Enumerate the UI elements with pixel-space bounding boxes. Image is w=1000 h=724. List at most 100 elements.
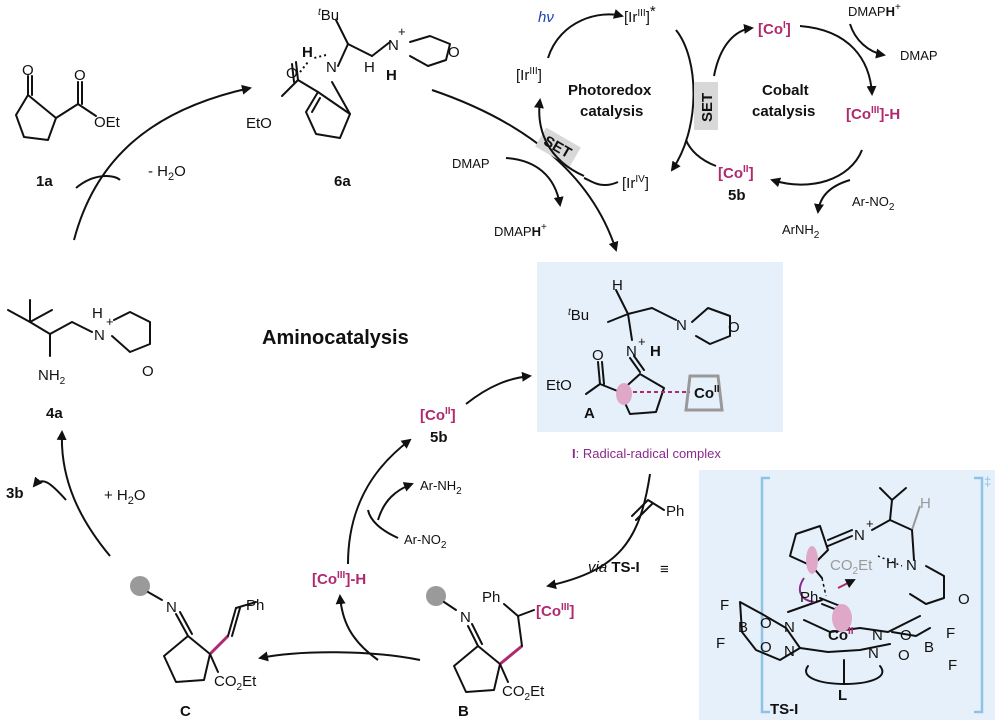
a-n-morph: N (676, 317, 687, 334)
arrow-ar-nh2-out (377, 482, 414, 521)
photoredox-arc-top (547, 9, 624, 59)
minus-h2o: - H2O (148, 163, 186, 183)
b-ph: Ph (482, 589, 500, 606)
dmap-left: DMAP (452, 156, 490, 171)
ts-o4: O (898, 647, 910, 664)
ts-b2: B (924, 639, 934, 656)
ts-n1: N (784, 619, 795, 636)
set-box-middle (694, 82, 718, 130)
ts-n4: N (868, 645, 879, 662)
ts-n2: N (784, 643, 795, 660)
co-iii-h-bottom: [CoIII]-H (312, 570, 366, 588)
a-plus: + (638, 334, 646, 349)
ir-iii: [IrIII] (516, 66, 542, 84)
6a-o-enol: O (286, 65, 298, 82)
dmap-right: DMAP (900, 48, 938, 63)
ts-co-ii: CoII (828, 626, 854, 644)
arrow-b-to-c (258, 651, 421, 662)
ts-structure (739, 487, 945, 685)
ts-dagger: ‡ (984, 474, 991, 489)
cobalt-arc-right (799, 25, 877, 96)
a-eto: EtO (546, 377, 572, 394)
a-o: O (592, 347, 604, 364)
arrow-a-to-b (546, 473, 651, 590)
co-ii-bottom: [CoII] (420, 406, 456, 424)
complex-a-caption: I: Radical-radical complex (572, 446, 721, 461)
arnh2-right: ArNH2 (782, 222, 820, 241)
arrow-b-to-coh (335, 594, 379, 661)
styrene-ph: Ph (666, 503, 684, 520)
arrow-1a-join (75, 175, 121, 189)
6a-o-morph: O (448, 44, 460, 61)
co-ii-top: [CoII] (718, 164, 754, 182)
ts-b1: B (738, 619, 748, 636)
radical-orbital-a (616, 383, 632, 405)
ts-o3: O (900, 627, 912, 644)
ar-no2-bottom: Ar-NO2 (404, 532, 447, 551)
ts-h: H (886, 555, 897, 572)
arrow-dmaph-in (849, 23, 886, 59)
a-o-morph: O (728, 319, 740, 336)
ar-nh2-bottom: Ar-NH2 (420, 478, 462, 497)
a-h2: H (650, 343, 661, 360)
ts-o1: O (760, 615, 772, 632)
6a-h: H (364, 59, 375, 76)
photoredox-label-2: catalysis (580, 103, 643, 120)
ts-f1: F (720, 597, 729, 614)
dmaph-right: DMAPH+ (848, 2, 901, 19)
compound-4a-structure (7, 299, 151, 357)
a-h: H (612, 277, 623, 294)
plus-h2o: + H2O (104, 487, 146, 507)
label-3b: 3b (6, 485, 24, 502)
set-box-left (535, 127, 581, 167)
arrow-dmap (505, 157, 564, 207)
1a-ester-o: O (74, 67, 86, 84)
arrow-coh-to-coii (347, 438, 412, 565)
ts-bracket-right (974, 476, 984, 714)
label-5b-bottom: 5b (430, 429, 448, 446)
1a-ketone-o: O (22, 62, 34, 79)
label-b: B (458, 703, 469, 720)
set-middle: SET (699, 93, 716, 122)
a-co-ii: CoII (694, 384, 720, 402)
aminocatalysis-label: Aminocatalysis (262, 327, 409, 349)
c-ph: Ph (246, 597, 264, 614)
6a-nh-h2: H (386, 67, 397, 84)
a-n-plus: N (626, 343, 637, 360)
cobalt-label-1: Cobalt (762, 82, 809, 99)
co-i: [CoI] (758, 20, 791, 38)
1a-oet: OEt (94, 114, 121, 131)
4a-o: O (142, 363, 154, 380)
label-c: C (180, 703, 191, 720)
6a-tbu: tBu (318, 7, 339, 24)
arrow-to-3b (32, 476, 67, 501)
ts-n3: N (872, 627, 883, 644)
styrene-double (635, 503, 653, 521)
arrow-ir-iv-to-ir-iii (583, 177, 619, 187)
label-1a: 1a (36, 173, 53, 190)
ts-co2et: CO2Et (830, 557, 873, 577)
ts-orbital-co (832, 604, 852, 632)
arrow-coii-to-a (465, 371, 532, 405)
label-4a: 4a (46, 405, 63, 422)
ts-o-morph: O (958, 591, 970, 608)
b-co2et: CO2Et (502, 683, 545, 703)
via-tsi: via TS-I (588, 559, 640, 576)
ir-iii-star: [IrIII]* (624, 3, 656, 26)
ts-f2: F (716, 635, 725, 652)
b-co-iii: [CoIII] (536, 602, 574, 620)
b-n: N (460, 609, 471, 626)
co-iii-h-top: [CoIII]-H (846, 105, 900, 123)
ts-bracket-left (760, 476, 770, 714)
4a-plus: + (106, 314, 114, 329)
ts-h-grey: H (920, 495, 931, 512)
cobalt-arc-bottom (770, 149, 863, 188)
compound-b-structure (426, 586, 535, 693)
label-a: A (584, 405, 595, 422)
ts-plus: + (866, 516, 874, 531)
equiv-sign: ≡ (660, 561, 669, 578)
4a-n-plus: N (94, 327, 105, 344)
compound-6a-structure (281, 19, 451, 139)
arrow-1a-to-6a (73, 84, 252, 241)
